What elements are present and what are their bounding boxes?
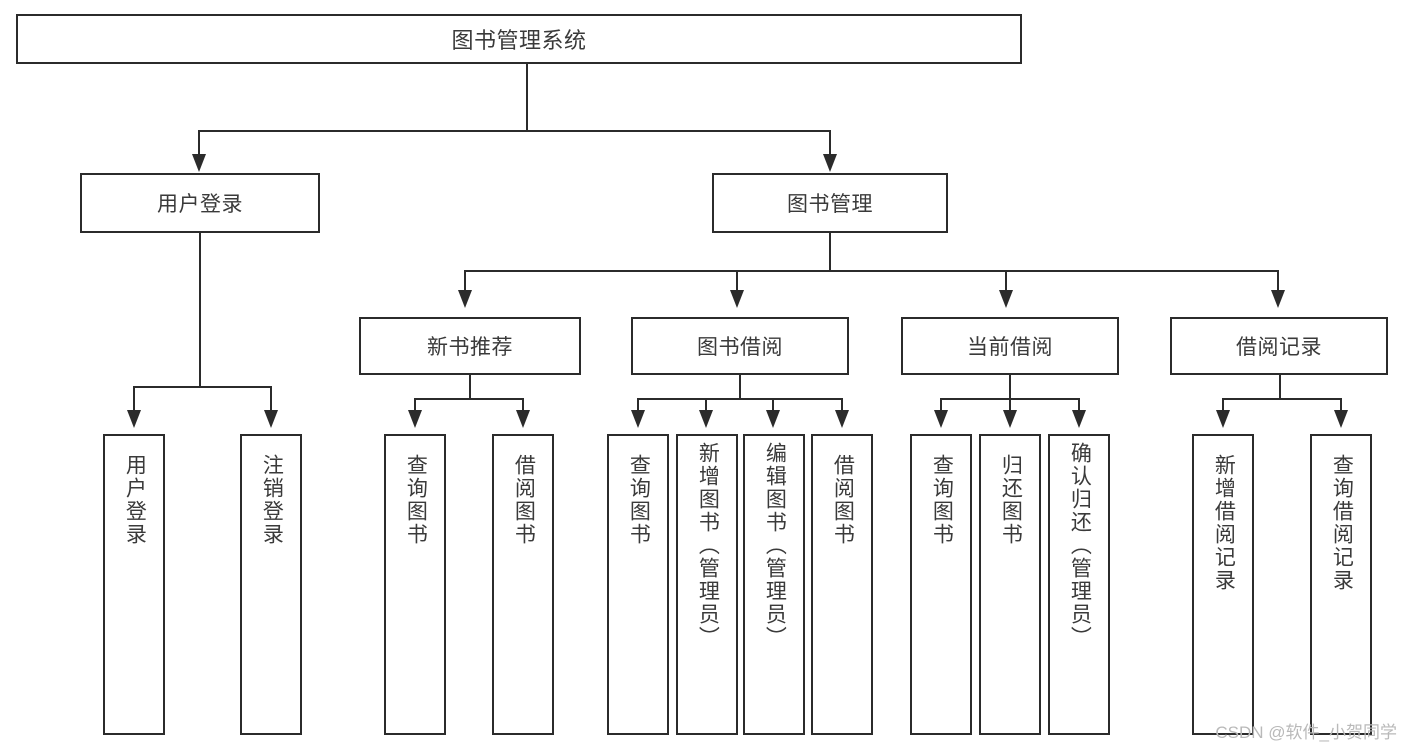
connector-login-bus — [133, 386, 271, 388]
connector-current-stem — [1009, 375, 1011, 400]
arrowhead-new-leaf2 — [516, 410, 530, 428]
connector-login-to-leaf1 — [133, 386, 135, 412]
connector-new-bus — [414, 398, 524, 400]
node-label: 新增借阅记录 — [1212, 454, 1236, 592]
node-label: 新增图书（管理员） — [696, 442, 720, 649]
connector-borrow-bus — [637, 398, 843, 400]
arrowhead-borrow-leaf3 — [766, 410, 780, 428]
leaf-current-query-book[interactable]: 查询图书 — [910, 434, 972, 735]
connector-bookmgmt-to-new — [464, 270, 466, 292]
arrowhead-record-leaf2 — [1334, 410, 1348, 428]
connector-new-to-leaf2 — [522, 398, 524, 412]
node-label: 编辑图书（管理员） — [763, 442, 787, 649]
connector-borrow-to-leaf3 — [772, 398, 774, 412]
leaf-user-login[interactable]: 用户登录 — [103, 434, 165, 735]
node-current-borrow[interactable]: 当前借阅 — [901, 317, 1119, 375]
connector-current-to-leaf2 — [1009, 398, 1011, 412]
node-label: 用户登录 — [157, 193, 243, 216]
arrowhead-record-leaf1 — [1216, 410, 1230, 428]
connector-record-to-leaf1 — [1222, 398, 1224, 412]
connector-new-to-leaf1 — [414, 398, 416, 412]
leaf-new-borrow-book[interactable]: 借阅图书 — [492, 434, 554, 735]
connector-record-stem — [1279, 375, 1281, 400]
leaf-borrow-query-book[interactable]: 查询图书 — [607, 434, 669, 735]
arrowhead-login-leaf2 — [264, 410, 278, 428]
arrowhead-bookmgmt-record — [1271, 290, 1285, 308]
arrowhead-root-to-bookmgmt — [823, 154, 837, 172]
node-label: 新书推荐 — [427, 336, 513, 359]
connector-root-to-bookmgmt — [829, 130, 831, 158]
connector-bookmgmt-bus — [464, 270, 1279, 272]
connector-borrow-to-leaf1 — [637, 398, 639, 412]
node-label: 归还图书 — [999, 454, 1023, 546]
node-label: 借阅图书 — [512, 454, 536, 546]
node-new-book-recommend[interactable]: 新书推荐 — [359, 317, 581, 375]
node-label: 查询借阅记录 — [1330, 454, 1354, 592]
watermark-text: CSDN @软件_小贺同学 — [1215, 723, 1397, 742]
connector-login-to-leaf2 — [270, 386, 272, 412]
node-root-system[interactable]: 图书管理系统 — [16, 14, 1022, 64]
node-borrow-record[interactable]: 借阅记录 — [1170, 317, 1388, 375]
leaf-logout[interactable]: 注销登录 — [240, 434, 302, 735]
leaf-current-return-book[interactable]: 归还图书 — [979, 434, 1041, 735]
arrowhead-bookmgmt-borrow — [730, 290, 744, 308]
connector-borrow-to-leaf4 — [841, 398, 843, 412]
arrowhead-new-leaf1 — [408, 410, 422, 428]
arrowhead-root-to-login — [192, 154, 206, 172]
leaf-borrow-borrow-book[interactable]: 借阅图书 — [811, 434, 873, 735]
arrowhead-borrow-leaf4 — [835, 410, 849, 428]
node-label: 用户登录 — [123, 454, 147, 546]
arrowhead-current-leaf1 — [934, 410, 948, 428]
connector-current-to-leaf3 — [1078, 398, 1080, 412]
connector-new-stem — [469, 375, 471, 400]
connector-record-to-leaf2 — [1340, 398, 1342, 412]
node-label: 借阅图书 — [831, 454, 855, 546]
connector-login-stem — [199, 233, 201, 388]
node-label: 图书管理 — [787, 193, 873, 216]
node-label: 图书管理系统 — [451, 28, 587, 53]
connector-bookmgmt-stem — [829, 233, 831, 272]
arrowhead-login-leaf1 — [127, 410, 141, 428]
node-book-management[interactable]: 图书管理 — [712, 173, 948, 233]
node-label: 查询图书 — [930, 454, 954, 546]
leaf-record-query-record[interactable]: 查询借阅记录 — [1310, 434, 1372, 735]
connector-root-bus — [198, 130, 830, 132]
node-book-borrow[interactable]: 图书借阅 — [631, 317, 849, 375]
arrowhead-current-leaf2 — [1003, 410, 1017, 428]
node-label: 当前借阅 — [967, 336, 1053, 359]
connector-bookmgmt-to-borrow — [736, 270, 738, 292]
node-label: 查询图书 — [404, 454, 428, 546]
connector-borrow-to-leaf2 — [705, 398, 707, 412]
leaf-borrow-add-book-admin[interactable]: 新增图书（管理员） — [676, 434, 738, 735]
leaf-current-confirm-return-admin[interactable]: 确认归还（管理员） — [1048, 434, 1110, 735]
connector-record-bus — [1222, 398, 1342, 400]
connector-borrow-stem — [739, 375, 741, 400]
node-label: 查询图书 — [627, 454, 651, 546]
connector-root-to-login — [198, 130, 200, 158]
connector-root-stem — [526, 64, 528, 132]
node-label: 确认归还（管理员） — [1068, 442, 1092, 649]
arrowhead-current-leaf3 — [1072, 410, 1086, 428]
node-label: 注销登录 — [260, 454, 284, 546]
node-user-login[interactable]: 用户登录 — [80, 173, 320, 233]
leaf-record-add-record[interactable]: 新增借阅记录 — [1192, 434, 1254, 735]
arrowhead-bookmgmt-new — [458, 290, 472, 308]
connector-bookmgmt-to-current — [1005, 270, 1007, 292]
leaf-borrow-edit-book-admin[interactable]: 编辑图书（管理员） — [743, 434, 805, 735]
leaf-new-query-book[interactable]: 查询图书 — [384, 434, 446, 735]
arrowhead-borrow-leaf1 — [631, 410, 645, 428]
node-label: 图书借阅 — [697, 336, 783, 359]
arrowhead-borrow-leaf2 — [699, 410, 713, 428]
arrowhead-bookmgmt-current — [999, 290, 1013, 308]
node-label: 借阅记录 — [1236, 336, 1322, 359]
connector-bookmgmt-to-record — [1277, 270, 1279, 292]
connector-current-to-leaf1 — [940, 398, 942, 412]
